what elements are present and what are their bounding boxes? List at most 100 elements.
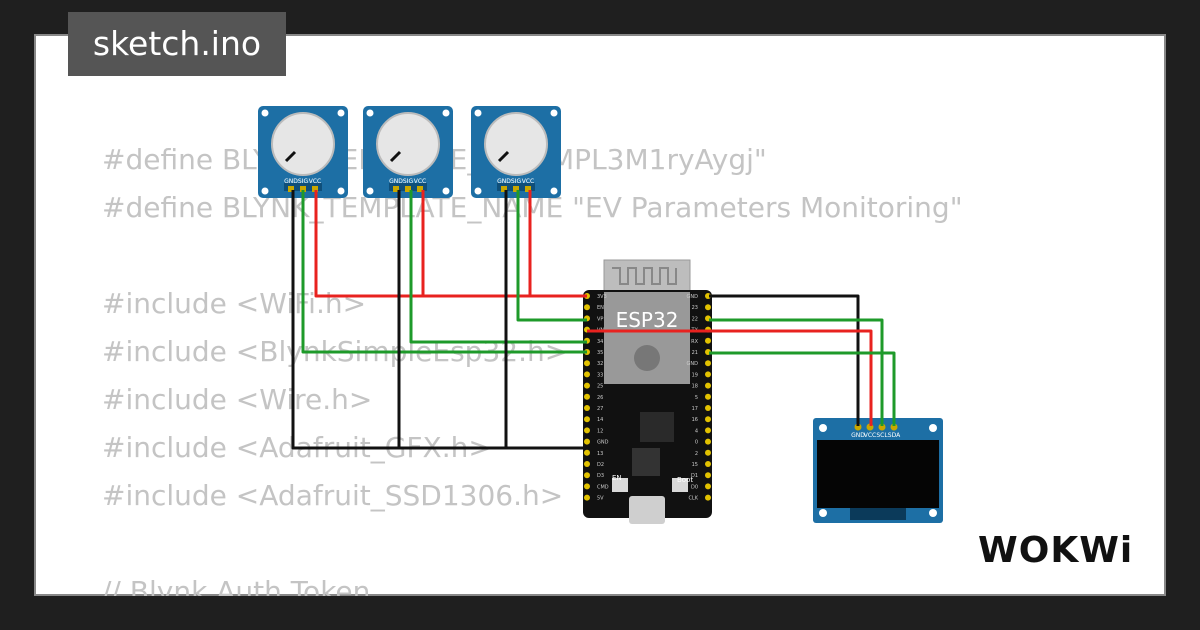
esp32-pin[interactable] (584, 405, 590, 411)
esp32-pin-label: EN (597, 305, 604, 311)
esp32-pin[interactable] (584, 449, 590, 456)
esp32-pin-label: D1 (691, 473, 698, 479)
esp32-pin-label: 19 (692, 372, 698, 378)
pot-pin[interactable] (417, 186, 423, 192)
pot-pin[interactable] (312, 186, 318, 192)
esp32-pin[interactable] (705, 393, 711, 400)
esp32-pin[interactable] (705, 449, 711, 456)
wokwi-logo: WOKWi (978, 530, 1134, 571)
esp32-pin[interactable] (705, 494, 711, 501)
oled-pin[interactable] (878, 423, 886, 431)
esp32-pin-label: 4 (695, 428, 698, 434)
esp32-pin[interactable] (584, 472, 590, 479)
esp32-pin[interactable] (584, 427, 590, 434)
oled-display[interactable] (813, 418, 943, 523)
wire-pot1-sig[interactable] (301, 190, 587, 354)
potentiometer-1[interactable] (258, 106, 348, 198)
pot-pin-label: GND (284, 178, 298, 185)
wire-pot2-sig[interactable] (409, 190, 587, 344)
esp32-pin[interactable] (584, 393, 590, 400)
pot-pin[interactable] (525, 186, 531, 192)
esp32-pin-label: VP (597, 316, 603, 322)
esp32-pin-label: GND (687, 294, 699, 300)
pot-pin-label: GND (497, 178, 511, 185)
esp32-pin[interactable] (584, 438, 590, 445)
pot-pin-label: SIG (511, 178, 522, 185)
esp32-pin-label: 14 (597, 417, 603, 423)
esp32-pin[interactable] (705, 360, 711, 367)
esp32-pin-label: 23 (692, 305, 698, 311)
pot-pin[interactable] (288, 186, 294, 192)
esp32-pin-label: 16 (692, 417, 698, 423)
esp32-pin[interactable] (584, 494, 590, 501)
knob-indicator (284, 150, 297, 163)
esp32-pin-label: 2 (695, 451, 698, 457)
wire-oled-vcc[interactable] (587, 329, 873, 426)
pot-pin[interactable] (393, 186, 399, 192)
pot-pin[interactable] (405, 186, 411, 192)
boot-button[interactable] (672, 478, 688, 492)
wire-oled-scl[interactable] (709, 318, 884, 426)
esp32-pin-label: CLK (688, 496, 698, 502)
wire-pot3-sig[interactable] (516, 190, 587, 322)
esp32-pin-label: GND (687, 361, 699, 367)
oled-pin[interactable] (854, 423, 862, 431)
esp32-pin[interactable] (705, 371, 711, 378)
esp32-pin-label: 34 (597, 339, 603, 345)
esp32-board[interactable]: ESP32 EN Boot (583, 259, 712, 524)
espressif-logo-icon (634, 345, 660, 371)
esp32-pin[interactable] (584, 304, 590, 311)
esp32-pin-label: 33 (597, 372, 603, 378)
esp32-pin[interactable] (584, 483, 590, 490)
esp32-pin[interactable] (584, 371, 590, 378)
esp32-pin[interactable] (584, 382, 590, 389)
pot-pin-label: SIG (298, 178, 309, 185)
esp32-pin[interactable] (705, 337, 711, 344)
en-button-label: EN (612, 474, 622, 482)
esp32-pin[interactable] (705, 438, 711, 445)
esp32-pin[interactable] (705, 304, 711, 311)
esp32-pin-label: 22 (692, 316, 698, 322)
pot-pin[interactable] (501, 186, 507, 192)
esp32-pin[interactable] (584, 360, 590, 367)
esp32-label: ESP32 (616, 308, 679, 332)
esp32-pin-label: 32 (597, 361, 603, 367)
pot-pin[interactable] (300, 186, 306, 192)
esp32-pin-label: 12 (597, 428, 603, 434)
esp32-pin[interactable] (584, 416, 590, 423)
esp32-pin[interactable] (705, 483, 711, 490)
potentiometer-3[interactable] (471, 106, 561, 198)
usb-port (629, 496, 665, 524)
esp32-pin-label: 0 (695, 440, 698, 446)
esp32-pin-label: D3 (597, 473, 604, 479)
oled-pin-label: GND (851, 432, 865, 439)
wire-pot1-gnd[interactable] (291, 190, 587, 450)
esp32-pin[interactable] (705, 427, 711, 434)
esp32-pin[interactable] (705, 416, 711, 423)
file-name-tab[interactable]: sketch.ino (68, 12, 286, 76)
esp32-pin-label: 26 (597, 395, 603, 401)
pot-pin-label: SIG (403, 178, 414, 185)
esp32-pin-label: 25 (597, 384, 603, 390)
oled-pin-label: SDA (888, 432, 901, 439)
esp32-pin[interactable] (705, 472, 711, 479)
oled-pin[interactable] (890, 423, 898, 431)
esp32-pin[interactable] (705, 382, 711, 389)
esp32-pin[interactable] (584, 461, 590, 467)
pot-pin-label: VCC (309, 178, 321, 185)
wire-oled-sda[interactable] (709, 351, 896, 426)
esp32-pin-label: 5 (695, 395, 698, 401)
esp32-pin[interactable] (705, 405, 711, 411)
esp32-pin-label: GND (597, 440, 609, 446)
esp32-pin-label: 17 (692, 406, 698, 412)
oled-screen (817, 440, 939, 508)
wire-pot1-vcc[interactable] (314, 190, 587, 298)
knob-indicator (389, 150, 402, 163)
esp32-pin[interactable] (705, 461, 711, 467)
wire-oled-gnd[interactable] (709, 294, 860, 426)
pot-pin[interactable] (513, 186, 519, 192)
en-button[interactable] (612, 478, 628, 492)
boot-button-label: Boot (677, 476, 693, 484)
esp32-pin-label: 35 (597, 350, 603, 356)
